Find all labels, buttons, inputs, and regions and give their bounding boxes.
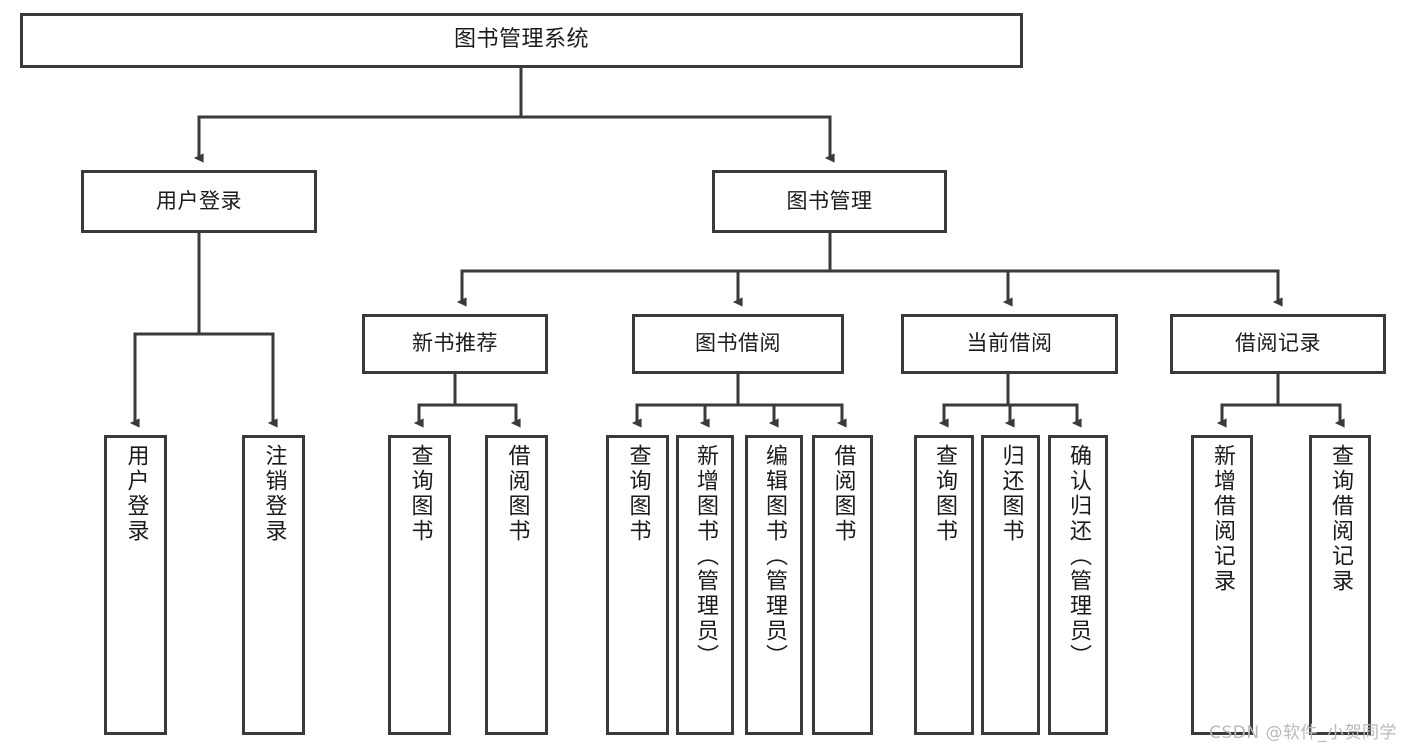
leaf-return-book[interactable]: 归还图书 (981, 435, 1040, 735)
watermark-text: CSDN @软件_小贺同学 (1209, 723, 1397, 743)
node-label: 新书推荐 (412, 331, 498, 356)
leaf-query-book-recommend[interactable]: 查询图书 (388, 435, 451, 735)
node-label: 当前借阅 (966, 331, 1053, 356)
leaf-confirm-return-admin[interactable]: 确认归还（管理员） (1048, 435, 1108, 735)
node-label: 查询图书 (625, 444, 651, 544)
node-current-borrow[interactable]: 当前借阅 (901, 314, 1118, 374)
node-book-management[interactable]: 图书管理 (712, 170, 947, 233)
node-label: 查询图书 (407, 444, 433, 544)
leaf-borrow-book[interactable]: 借阅图书 (812, 435, 873, 735)
node-label: 借阅图书 (504, 444, 530, 544)
node-label: 确认归还（管理员） (1066, 444, 1091, 669)
node-label: 查询借阅记录 (1328, 444, 1353, 594)
leaf-borrow-book-recommend[interactable]: 借阅图书 (485, 435, 548, 735)
node-label: 图书借阅 (695, 331, 781, 356)
node-root-system[interactable]: 图书管理系统 (20, 13, 1023, 68)
node-label: 新增借阅记录 (1210, 444, 1235, 594)
node-label: 注销登录 (261, 444, 287, 544)
node-label: 编辑图书（管理员） (762, 444, 787, 669)
leaf-query-book-current[interactable]: 查询图书 (914, 435, 974, 735)
node-label: 用户登录 (123, 444, 149, 544)
node-label: 图书管理系统 (453, 27, 589, 53)
leaf-query-borrow-record[interactable]: 查询借阅记录 (1309, 435, 1371, 735)
node-label: 查询图书 (932, 444, 957, 544)
node-label: 归还图书 (998, 444, 1024, 544)
node-label: 用户登录 (156, 188, 242, 213)
node-label: 借阅记录 (1235, 331, 1321, 356)
leaf-edit-book-admin[interactable]: 编辑图书（管理员） (745, 435, 803, 735)
node-user-login[interactable]: 用户登录 (81, 170, 317, 233)
node-book-borrow[interactable]: 图书借阅 (632, 314, 844, 374)
leaf-add-borrow-record[interactable]: 新增借阅记录 (1191, 435, 1253, 735)
node-label: 借阅图书 (830, 444, 856, 544)
node-borrow-record[interactable]: 借阅记录 (1170, 314, 1386, 374)
leaf-logout-login[interactable]: 注销登录 (242, 435, 305, 735)
leaf-add-book-admin[interactable]: 新增图书（管理员） (676, 435, 734, 735)
leaf-query-book-borrow[interactable]: 查询图书 (606, 435, 669, 735)
leaf-user-login[interactable]: 用户登录 (104, 435, 167, 735)
node-label: 新增图书（管理员） (693, 444, 718, 669)
node-label: 图书管理 (786, 188, 873, 213)
node-new-book-recommend[interactable]: 新书推荐 (362, 314, 548, 374)
